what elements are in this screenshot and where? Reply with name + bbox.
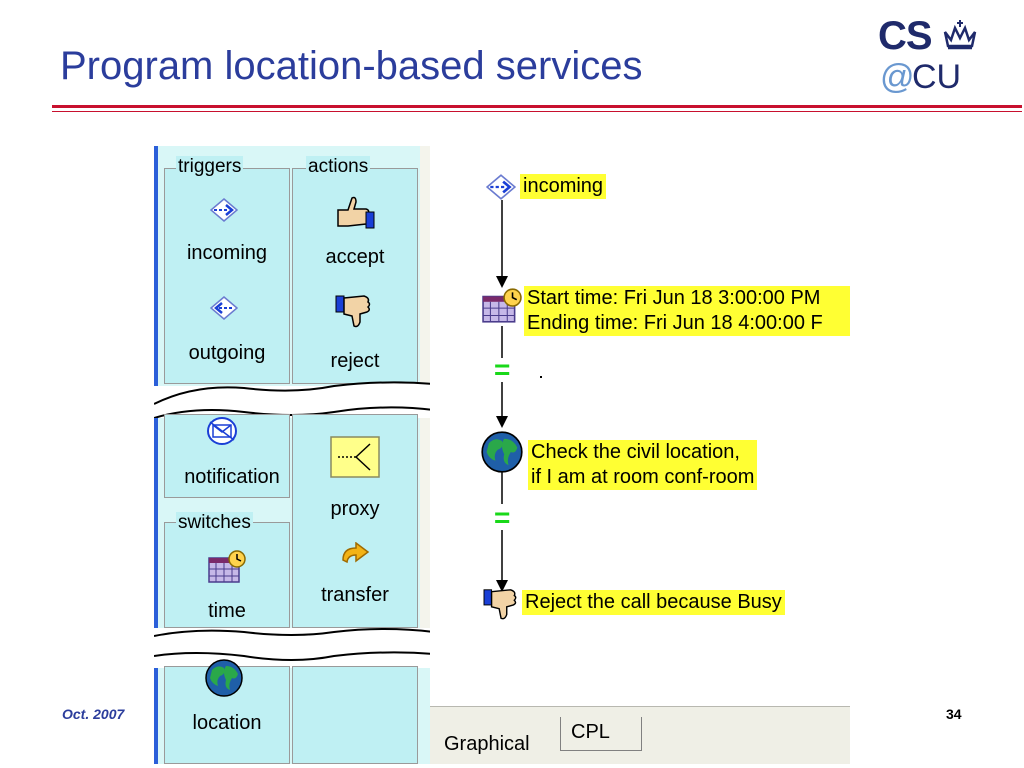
palette-scroll-edge-2 xyxy=(420,418,430,628)
flow-time-start: Start time: Fri Jun 18 3:00:00 PM xyxy=(527,287,821,309)
palette-item-location[interactable]: location xyxy=(192,712,262,734)
flow-connectors xyxy=(496,200,508,592)
outgoing-arrow-icon[interactable] xyxy=(210,296,238,320)
thumbs-down-icon[interactable] xyxy=(334,292,376,330)
footer-date: Oct. 2007 xyxy=(62,706,125,722)
logo-cs-text: CS xyxy=(878,14,933,58)
palette-item-incoming[interactable]: incoming xyxy=(186,242,268,264)
tab-graphical[interactable]: Graphical xyxy=(444,733,530,755)
flow-reject-icon[interactable] xyxy=(482,586,522,622)
palette-scroll-edge xyxy=(420,146,430,386)
crown-icon xyxy=(943,20,977,50)
thumbs-up-icon[interactable] xyxy=(334,194,376,232)
title-rule xyxy=(52,105,1022,108)
globe-icon[interactable] xyxy=(204,658,244,698)
flow-time-label[interactable]: Start time: Fri Jun 18 3:00:00 PM Ending… xyxy=(524,286,850,336)
logo-at-text: @ xyxy=(880,58,915,96)
flow-time-end: Ending time: Fri Jun 18 4:00:00 F xyxy=(527,312,823,334)
palette-item-reject[interactable]: reject xyxy=(330,350,380,372)
logo-cu-text: CU xyxy=(912,58,962,96)
actions-group-end xyxy=(292,666,418,764)
palette-item-accept[interactable]: accept xyxy=(325,246,385,268)
palette-item-proxy[interactable]: proxy xyxy=(330,498,380,520)
actions-label: actions xyxy=(306,156,371,178)
flow-time-icon[interactable] xyxy=(482,288,522,324)
incoming-arrow-icon[interactable] xyxy=(210,198,238,222)
triggers-label: triggers xyxy=(176,156,244,178)
flow-dot xyxy=(540,376,542,378)
palette-item-transfer[interactable]: transfer xyxy=(321,584,389,606)
flow-equals-1[interactable]: = xyxy=(494,354,511,385)
view-tab-strip: Graphical CPL xyxy=(430,706,850,764)
slide-title: Program location-based services xyxy=(60,44,643,88)
triggers-group xyxy=(164,168,290,384)
flow-location-line1: Check the civil location, xyxy=(531,441,740,463)
palette-item-notification[interactable]: notification xyxy=(184,466,280,488)
element-palette: triggers actions incoming outgoing accep… xyxy=(154,146,434,764)
flow-equals-2[interactable]: = xyxy=(494,502,511,533)
flow-location-line2: if I am at room conf-room xyxy=(531,466,755,488)
title-rule-thin xyxy=(52,111,1022,112)
switches-label: switches xyxy=(176,512,253,534)
calendar-clock-icon[interactable] xyxy=(208,550,246,584)
tab-cpl-label: CPL xyxy=(571,721,610,743)
palette-break-bottom xyxy=(154,628,434,661)
proxy-icon[interactable] xyxy=(330,436,380,478)
flow-reject-label[interactable]: Reject the call because Busy xyxy=(522,590,785,615)
cs-cu-logo: CS @ CU xyxy=(878,14,988,96)
flow-canvas[interactable]: incoming Start time: Fri Jun 18 3:00:00 … xyxy=(430,146,850,706)
flow-location-icon[interactable] xyxy=(480,430,524,474)
palette-item-outgoing[interactable]: outgoing xyxy=(188,342,266,364)
tab-cpl[interactable]: CPL xyxy=(560,717,642,751)
palette-item-time[interactable]: time xyxy=(208,600,246,622)
transfer-icon[interactable] xyxy=(340,542,370,566)
flow-incoming-icon[interactable] xyxy=(486,174,516,200)
notification-icon[interactable] xyxy=(206,416,238,446)
flow-incoming-label[interactable]: incoming xyxy=(520,174,607,199)
page-number: 34 xyxy=(946,706,962,722)
flow-location-label[interactable]: Check the civil location, if I am at roo… xyxy=(528,440,758,490)
